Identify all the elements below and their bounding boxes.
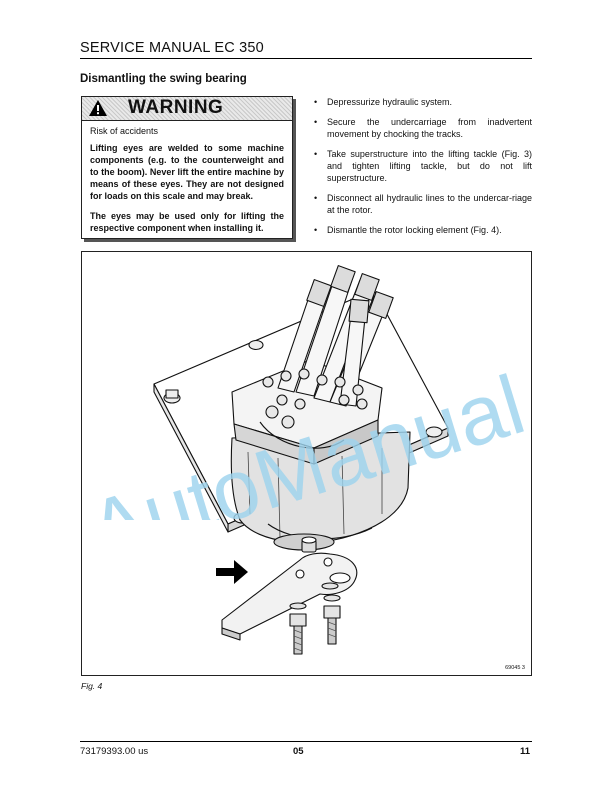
bullet-icon: • xyxy=(314,117,318,127)
header-title: SERVICE MANUAL EC 350 xyxy=(80,40,264,56)
rotor-assembly-illustration xyxy=(153,265,449,655)
page-number: 11 xyxy=(520,746,531,757)
step-text: Dismantle the rotor locking element (Fig… xyxy=(327,225,502,235)
step-text: Disconnect all hydraulic lines to the un… xyxy=(327,193,532,215)
section-number: 05 xyxy=(293,746,304,757)
step-text: Secure the undercarriage from inadverten… xyxy=(327,117,532,139)
figure-caption: Fig. 4 xyxy=(81,681,103,691)
document-number: 73179393.00 us xyxy=(80,746,149,757)
step-text: Depressurize hydraulic system. xyxy=(327,97,453,107)
bullet-icon: • xyxy=(314,225,318,235)
footer-divider xyxy=(80,741,532,742)
procedure-steps: • Depressurize hydraulic system. • Secure … xyxy=(314,96,532,244)
fitting-bolts xyxy=(262,368,368,429)
warning-title: WARNING xyxy=(128,97,224,118)
bullet-icon: • xyxy=(314,97,318,107)
list-item: • Dismantle the rotor locking element (Fi… xyxy=(314,224,532,236)
list-item: • Depressurize hydraulic system. xyxy=(314,96,532,108)
list-item: • Secure the undercarriage from inadverte… xyxy=(314,116,532,140)
warning-box: WARNING Risk of accidents Lifting eyes a… xyxy=(81,96,293,239)
warning-paragraph: The eyes may be used only for lifting th… xyxy=(90,211,284,233)
figure-frame: 69045 3 xyxy=(81,251,532,676)
locking-element xyxy=(221,536,358,641)
warning-banner: WARNING xyxy=(82,97,292,121)
header-divider xyxy=(80,58,532,59)
bullet-icon: • xyxy=(314,149,318,159)
warning-triangle-icon xyxy=(89,100,107,116)
figure-code: 69045 3 xyxy=(505,665,525,671)
bolts xyxy=(289,582,341,655)
warning-paragraph: Lifting eyes are welded to some machine … xyxy=(90,143,284,201)
list-item: • Disconnect all hydraulic lines to the u… xyxy=(314,192,532,216)
warning-subtitle: Risk of accidents xyxy=(90,126,159,136)
pointing-arrow-icon xyxy=(216,560,248,584)
list-item: • Take superstructure into the lifting ta… xyxy=(314,148,532,184)
step-text: Take superstructure into the lifting tac… xyxy=(327,149,532,183)
section-title: Dismantling the swing bearing xyxy=(80,73,247,85)
bullet-icon: • xyxy=(314,193,318,203)
